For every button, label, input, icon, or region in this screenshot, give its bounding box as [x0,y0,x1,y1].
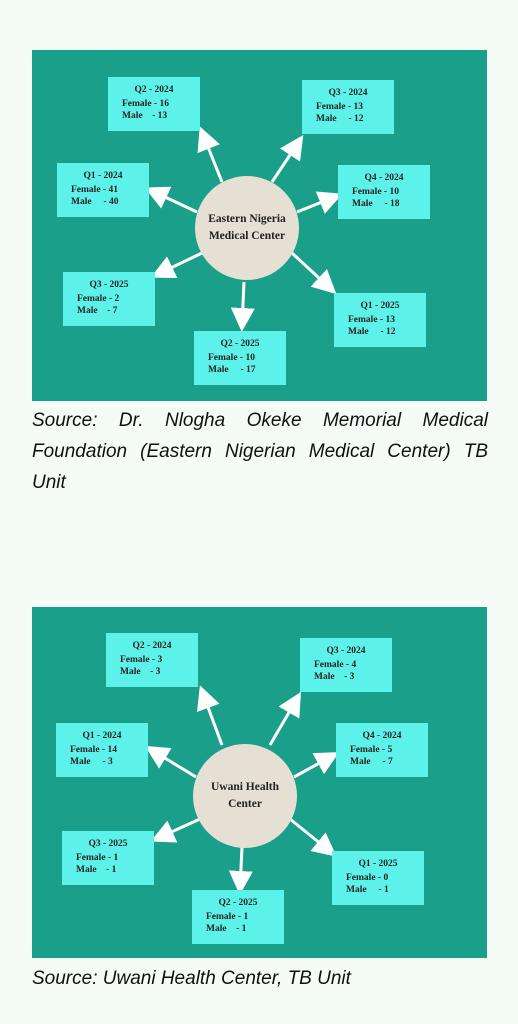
arrow-q3-2025 [150,817,201,843]
arrow-q3-2024 [270,135,304,183]
hub-center: Eastern Nigeria Medical Center [195,176,299,280]
arrow-q4-2024 [293,752,340,779]
arrow-q2-2024 [197,126,224,183]
node-q1-2024: Q1 - 2024 Female - 14 Male - 3 [56,723,148,777]
node-q3-2025: Q3 - 2025 Female - 2 Male - 7 [63,272,155,326]
node-period: Q3 - 2024 [326,646,366,656]
node-q3-2024: Q3 - 2024 Female - 4 Male - 3 [300,638,392,692]
arrow-q3-2025 [150,251,203,279]
node-female: Female - 13 [316,102,363,112]
node-period: Q1 - 2024 [82,731,122,741]
node-male: Male - 3 [70,757,113,767]
arrow-q2-2024 [196,685,224,746]
node-male: Male - 3 [314,672,355,682]
node-male: Male - 1 [206,924,247,934]
node-male: Male - 1 [346,885,389,895]
node-male: Male - 13 [122,111,168,121]
arrows [144,126,343,332]
node-female: Female - 2 [77,294,120,304]
node-period: Q2 - 2025 [220,339,260,349]
arrow-q3-2024 [268,691,302,746]
node-female: Female - 4 [314,660,357,670]
node-q2-2024: Q2 - 2024 Female - 3 Male - 3 [106,633,198,687]
hub-label: Eastern Nigeria Medical Center [208,213,286,242]
node-female: Female - 5 [350,745,393,755]
node-period: Q2 - 2025 [218,898,258,908]
node-period: Q3 - 2024 [328,88,368,98]
source-caption: Source: Uwani Health Center, TB Unit [32,968,351,989]
node-period: Q1 - 2025 [358,859,398,869]
node-female: Female - 41 [71,185,118,195]
arrow-q2-2025 [230,281,255,332]
node-male: Male - 7 [350,757,393,767]
arrow-q2-2025 [228,846,253,895]
source-caption: Source: Dr. Nlogha Okeke Memorial Medica… [32,410,488,493]
node-male: Male - 12 [348,327,396,337]
node-q3-2024: Q3 - 2024 Female - 13 Male - 12 [302,80,394,134]
node-period: Q1 - 2025 [360,301,400,311]
node-female: Female - 16 [122,99,169,109]
node-female: Female - 10 [352,187,399,197]
node-q1-2025: Q1 - 2025 Female - 0 Male - 1 [332,851,424,905]
arrow-q4-2024 [296,191,343,214]
node-female: Female - 13 [348,315,395,325]
node-period: Q4 - 2024 [364,173,404,183]
hub-center: Uwani Health Center [193,744,297,848]
node-female: Female - 3 [120,655,163,665]
node-male: Male - 40 [71,197,119,207]
node-q1-2024: Q1 - 2024 Female - 41 Male - 40 [57,163,149,217]
node-q4-2024: Q4 - 2024 Female - 5 Male - 7 [336,723,428,777]
node-q2-2025: Q2 - 2025 Female - 1 Male - 1 [192,890,284,944]
node-period: Q2 - 2024 [134,85,174,95]
node-period: Q4 - 2024 [362,731,402,741]
node-male: Male - 12 [316,114,364,124]
node-male: Male - 1 [76,865,117,875]
node-period: Q3 - 2025 [89,280,129,290]
arrows [144,685,340,895]
node-male: Male - 3 [120,667,161,677]
arrow-q1-2025 [290,251,337,295]
arrow-q1-2025 [289,817,337,857]
node-period: Q1 - 2024 [83,171,123,181]
node-period: Q2 - 2024 [132,641,172,651]
hub-label: Uwani Health Center [210,781,280,810]
node-q2-2025: Q2 - 2025 Female - 10 Male - 17 [194,331,286,385]
node-female: Female - 10 [208,353,255,363]
diagram-eastern-nigeria: Eastern Nigeria Medical Center Q2 - 2024… [32,50,487,401]
node-male: Male - 17 [208,365,256,375]
diagram-uwani: Uwani Health Center Q2 - 2024 Female - 3… [32,607,487,958]
node-male: Male - 7 [77,306,118,316]
arrow-q1-2024 [144,745,197,779]
node-q4-2024: Q4 - 2024 Female - 10 Male - 18 [338,165,430,219]
node-period: Q3 - 2025 [88,839,128,849]
arrow-q1-2024 [144,186,198,214]
node-female: Female - 14 [70,745,117,755]
node-female: Female - 1 [76,853,119,863]
node-female: Female - 0 [346,873,389,883]
node-female: Female - 1 [206,912,249,922]
node-q1-2025: Q1 - 2025 Female - 13 Male - 12 [334,293,426,347]
node-q3-2025: Q3 - 2025 Female - 1 Male - 1 [62,831,154,885]
node-male: Male - 18 [352,199,400,209]
node-q2-2024: Q2 - 2024 Female - 16 Male - 13 [108,77,200,131]
